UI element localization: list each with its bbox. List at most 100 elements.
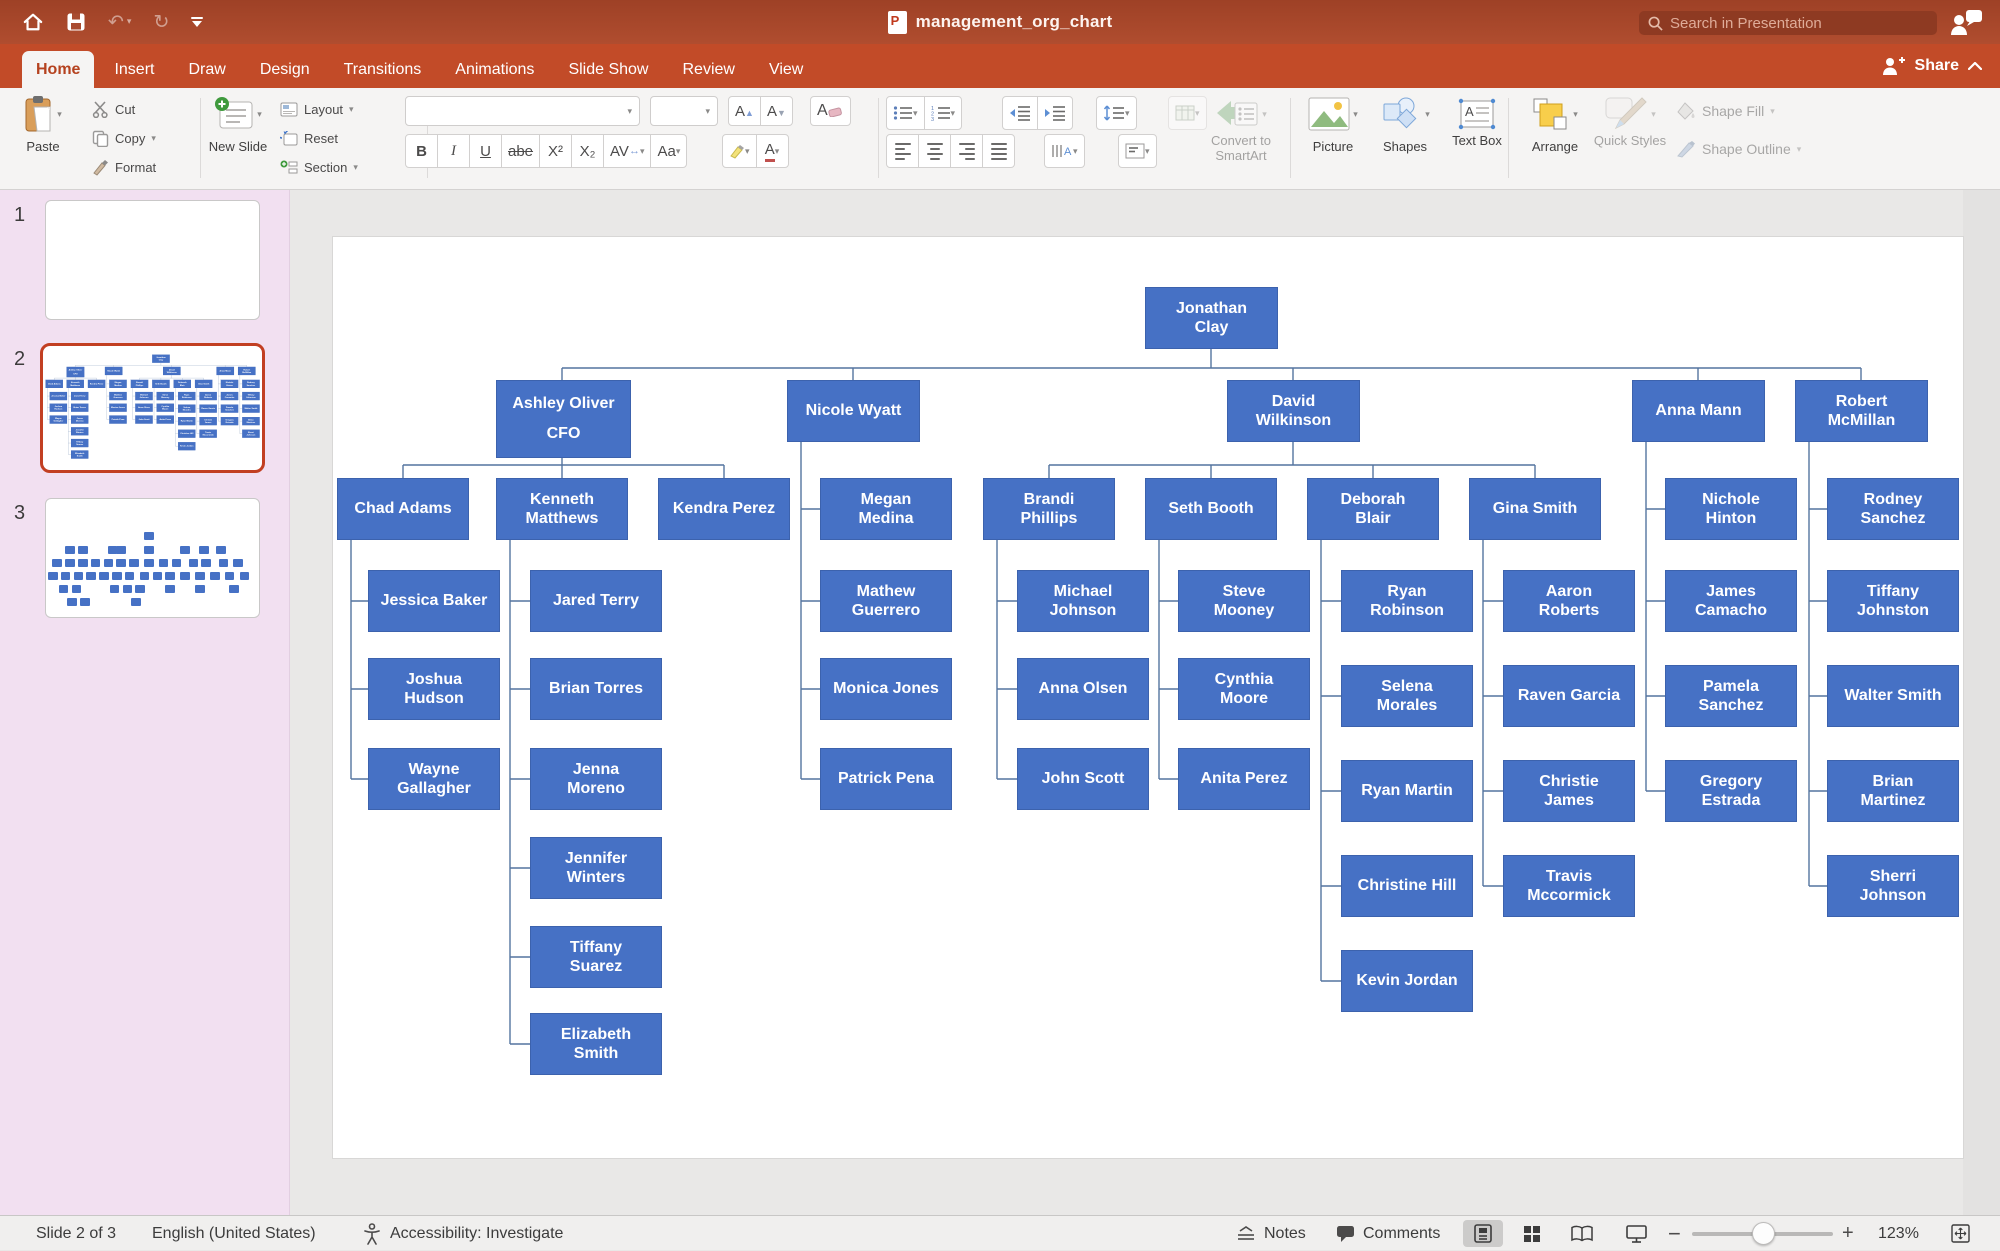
- scroll-strip[interactable]: [1963, 190, 2000, 1215]
- shapes-button[interactable]: ▾ Shapes: [1372, 94, 1438, 155]
- shape-outline-button[interactable]: Shape Outline▾: [1676, 138, 1801, 160]
- org-node-anita-perez[interactable]: Anita Perez: [156, 415, 174, 424]
- org-node-gregory-estrada[interactable]: Gregory Estrada: [1665, 760, 1797, 822]
- org-node-megan-medina[interactable]: Megan Medina: [109, 379, 127, 388]
- org-node-robert-mcmillan[interactable]: Robert McMillan: [237, 366, 256, 376]
- tab-draw[interactable]: Draw: [188, 61, 226, 78]
- line-spacing-button[interactable]: ▾: [1096, 96, 1137, 130]
- cut-button[interactable]: Cut: [92, 98, 156, 120]
- copy-caret-icon[interactable]: ▾: [151, 132, 156, 143]
- org-node-robert-mcmillan[interactable]: Robert McMillan: [1795, 380, 1928, 442]
- org-node-james-camacho[interactable]: James Camacho: [220, 391, 239, 401]
- decrease-indent-button[interactable]: [1002, 96, 1038, 130]
- org-node-ryan-robinson[interactable]: Ryan Robinson: [178, 391, 196, 401]
- org-node-elizabeth-smith[interactable]: Elizabeth Smith: [71, 450, 89, 459]
- org-node-jared-terry[interactable]: Jared Terry: [530, 570, 662, 632]
- org-node-cynthia-moore[interactable]: Cynthia Moore: [1178, 658, 1310, 720]
- zoom-in-button[interactable]: +: [1842, 1222, 1854, 1244]
- org-node-monica-jones[interactable]: Monica Jones: [820, 658, 952, 720]
- tab-animations[interactable]: Animations: [455, 61, 535, 78]
- org-node-brian-torres[interactable]: Brian Torres: [71, 403, 89, 412]
- reading-view-button[interactable]: [1562, 1220, 1602, 1247]
- tab-home[interactable]: Home: [22, 51, 95, 88]
- org-node-michael-johnson[interactable]: Michael Johnson: [1017, 570, 1149, 632]
- language-button[interactable]: English (United States): [152, 1224, 316, 1242]
- paste-caret-icon[interactable]: ▾: [57, 108, 62, 119]
- zoom-out-button[interactable]: −: [1668, 1220, 1681, 1246]
- org-node-kevin-jordan[interactable]: Kevin Jordan: [178, 442, 196, 451]
- org-node-aaron-roberts[interactable]: Aaron Roberts: [199, 391, 217, 401]
- align-text-button[interactable]: ▾: [1118, 134, 1157, 168]
- org-node-raven-garcia[interactable]: Raven Garcia: [199, 404, 217, 413]
- org-node-nichole-hinton[interactable]: Nichole Hinton: [1665, 478, 1797, 540]
- share-button[interactable]: Share: [1914, 57, 1959, 74]
- org-node-anna-olsen[interactable]: Anna Olsen: [135, 403, 153, 412]
- org-node-jenna-moreno[interactable]: Jenna Moreno: [71, 415, 89, 424]
- presenter-chat-icon[interactable]: [1950, 8, 1984, 36]
- shapes-caret-icon[interactable]: ▾: [1425, 108, 1430, 119]
- org-node-brandi-phillips[interactable]: Brandi Phillips: [983, 478, 1115, 540]
- org-node-kenneth-matthews[interactable]: Kenneth Matthews: [66, 379, 84, 388]
- org-node-gina-smith[interactable]: Gina Smith: [194, 379, 213, 388]
- picture-caret-icon[interactable]: ▾: [1353, 108, 1358, 119]
- align-center-button[interactable]: [918, 134, 951, 168]
- org-node-chad-adams[interactable]: Chad Adams: [337, 478, 469, 540]
- org-node-david-wilkinson[interactable]: David Wilkinson: [1227, 380, 1360, 442]
- increase-indent-button[interactable]: [1037, 96, 1073, 130]
- undo-caret-icon[interactable]: ▾: [126, 17, 132, 27]
- org-node-selena-morales[interactable]: Selena Morales: [178, 404, 196, 413]
- comments-button[interactable]: Comments: [1336, 1216, 1440, 1251]
- org-node-ashley-oliver[interactable]: Ashley Oliver CFO: [496, 380, 631, 458]
- zoom-level[interactable]: 123%: [1878, 1224, 1919, 1242]
- quick-styles-button[interactable]: ▾ Quick Styles: [1592, 94, 1668, 149]
- shape-fill-button[interactable]: Shape Fill▾: [1676, 100, 1801, 122]
- font-color-button[interactable]: A ▾: [755, 134, 789, 168]
- tab-transitions[interactable]: Transitions: [343, 61, 422, 78]
- org-node-selena-morales[interactable]: Selena Morales: [1341, 665, 1473, 727]
- tab-design[interactable]: Design: [259, 61, 310, 78]
- slide-thumbnail-1[interactable]: [45, 200, 260, 320]
- org-node-seth-booth[interactable]: Seth Booth: [152, 379, 170, 388]
- org-node-patrick-pena[interactable]: Patrick Pena: [820, 748, 952, 810]
- org-node-ryan-martin[interactable]: Ryan Martin: [1341, 760, 1473, 822]
- arrange-button[interactable]: ▾ Arrange: [1522, 94, 1588, 155]
- decrease-font-button[interactable]: A▼: [760, 96, 793, 126]
- notes-button[interactable]: Notes: [1236, 1216, 1306, 1251]
- org-node-james-camacho[interactable]: James Camacho: [1665, 570, 1797, 632]
- org-node-pamela-sanchez[interactable]: Pamela Sanchez: [1665, 665, 1797, 727]
- org-node-brandi-phillips[interactable]: Brandi Phillips: [130, 379, 149, 388]
- text-direction-button[interactable]: A ▾: [1044, 134, 1085, 168]
- copy-button[interactable]: Copy▾: [92, 127, 156, 149]
- org-node-walter-smith[interactable]: Walter Smith: [242, 404, 260, 413]
- org-node-travis-mccormick[interactable]: Travis Mccormick: [1503, 855, 1635, 917]
- org-node-kendra-perez[interactable]: Kendra Perez: [87, 379, 106, 388]
- section-button[interactable]: Section▾: [280, 156, 358, 178]
- align-justify-button[interactable]: [982, 134, 1015, 168]
- org-node-kendra-perez[interactable]: Kendra Perez: [658, 478, 790, 540]
- layout-button[interactable]: Layout▾: [280, 98, 358, 120]
- underline-button[interactable]: U: [469, 134, 502, 168]
- org-node-pamela-sanchez[interactable]: Pamela Sanchez: [220, 404, 239, 413]
- org-node-gina-smith[interactable]: Gina Smith: [1469, 478, 1601, 540]
- redo-icon[interactable]: ↻: [153, 11, 170, 33]
- reset-button[interactable]: Reset: [280, 127, 358, 149]
- slideshow-view-button[interactable]: [1616, 1220, 1656, 1247]
- org-node-tiffany-suarez[interactable]: Tiffany Suarez: [530, 926, 662, 988]
- org-node-jared-terry[interactable]: Jared Terry: [71, 391, 89, 401]
- home-icon[interactable]: [22, 12, 44, 32]
- layout-caret-icon[interactable]: ▾: [349, 103, 354, 114]
- org-node-john-scott[interactable]: John Scott: [135, 415, 153, 424]
- picture-button[interactable]: ▾ Picture: [1300, 94, 1366, 155]
- org-node-christie-james[interactable]: Christie James: [199, 417, 217, 426]
- org-node-brian-torres[interactable]: Brian Torres: [530, 658, 662, 720]
- slide-thumbnail-3[interactable]: [45, 498, 260, 618]
- bold-button[interactable]: B: [405, 134, 438, 168]
- new-slide-button[interactable]: ▾ New Slide: [205, 94, 271, 155]
- zoom-slider-knob[interactable]: [1752, 1222, 1775, 1245]
- org-node-brian-martinez[interactable]: Brian Martinez: [1827, 760, 1959, 822]
- tab-view[interactable]: View: [768, 61, 804, 78]
- org-node-tiffany-suarez[interactable]: Tiffany Suarez: [71, 438, 89, 448]
- undo-icon[interactable]: ↶▾: [108, 11, 132, 33]
- search-input[interactable]: Search in Presentation: [1639, 11, 1937, 35]
- font-size-select[interactable]: ▾: [650, 96, 718, 126]
